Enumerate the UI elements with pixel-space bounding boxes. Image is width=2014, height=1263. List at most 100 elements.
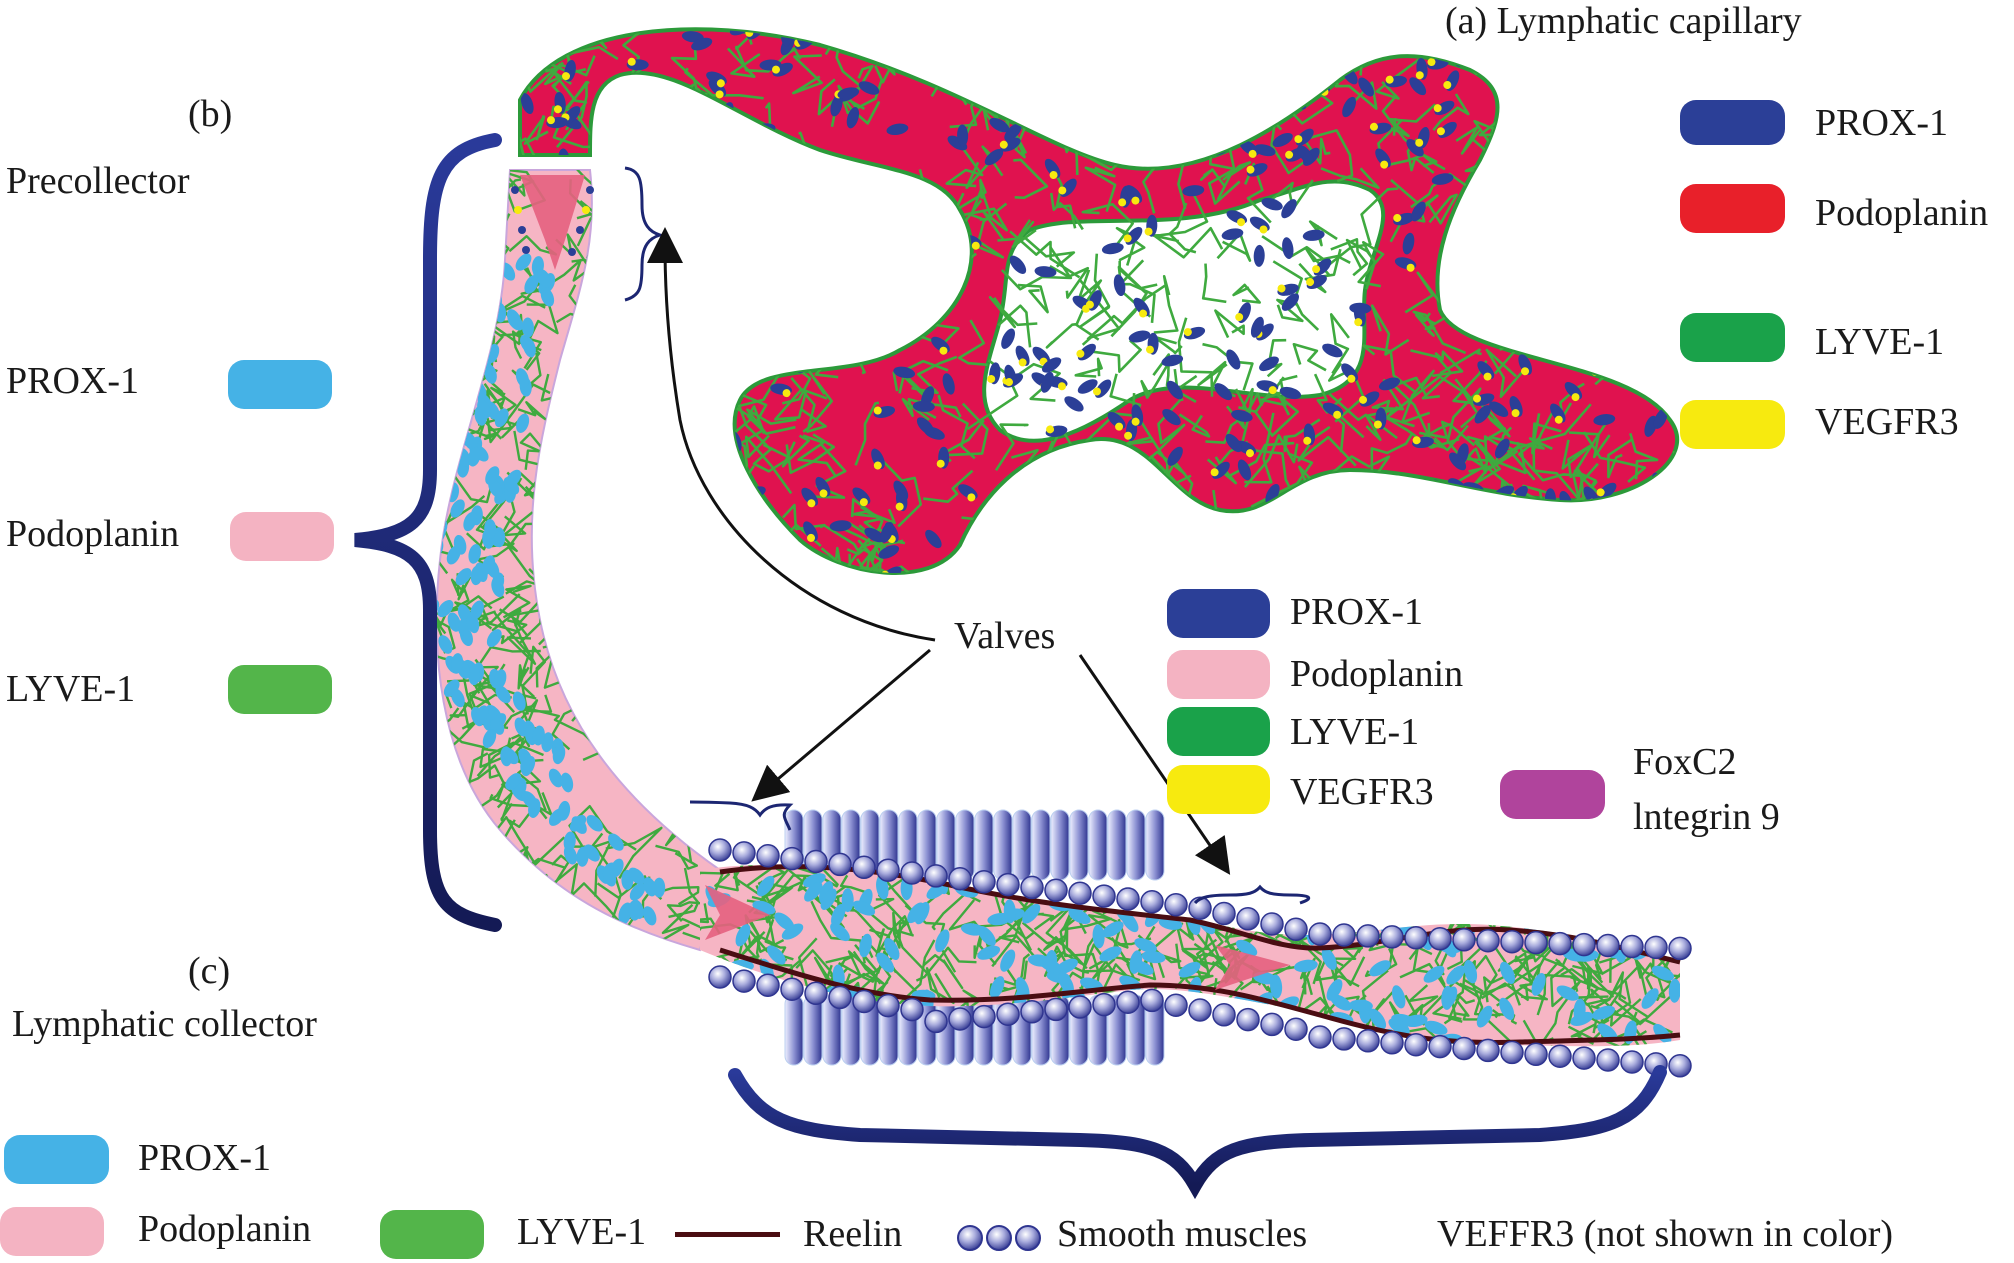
vegfr3-dot	[1144, 227, 1153, 236]
lyve1-strand	[792, 173, 830, 214]
capillary-cell	[852, 487, 871, 507]
prox1-nucleus	[1221, 228, 1244, 240]
lyve1-strand	[643, 546, 659, 595]
prox1-nucleus	[1472, 874, 1491, 895]
prox1-nucleus	[512, 691, 526, 711]
prox1-nucleus	[583, 844, 600, 862]
vegfr3-dot	[1263, 538, 1272, 547]
muscle-cell	[1596, 933, 1620, 958]
prox1-nucleus	[1161, 354, 1184, 367]
prox1-nucleus	[1272, 133, 1293, 147]
prox1-nucleus	[1226, 349, 1241, 370]
capillary-cell	[1485, 51, 1507, 64]
lyve1-strand	[620, 690, 667, 748]
prox1-nucleus	[465, 330, 479, 350]
vegfr3-dot	[585, 535, 594, 544]
capillary-cell	[1626, 175, 1649, 189]
prox1-nucleus	[1683, 454, 1707, 472]
muscle-cell	[900, 861, 924, 885]
lyve1-strand	[605, 826, 663, 880]
lyve1-strand	[1485, 348, 1528, 398]
prox1-nucleus	[661, 394, 674, 417]
vegfr3-dot	[1521, 367, 1530, 376]
muscle-cell	[732, 841, 756, 865]
capillary-cell	[1449, 452, 1467, 471]
prox1-nucleus	[1187, 550, 1206, 568]
prox1-nucleus	[650, 200, 662, 223]
lyve1-strand	[633, 491, 652, 539]
capillary-cell	[1593, 414, 1616, 426]
lyve1-strand	[738, 329, 776, 351]
capillary-cell	[693, 384, 706, 407]
capillary-lyve1-network	[520, 29, 1708, 573]
capillary-cell	[1456, 292, 1475, 312]
vegfr3-dot	[1663, 231, 1672, 240]
lyve1-strand	[1370, 432, 1414, 471]
prox1-nucleus	[548, 768, 563, 788]
vegfr3-dot	[1554, 415, 1563, 424]
capillary-cell	[1238, 571, 1261, 573]
capillary-cell	[657, 363, 670, 385]
vegfr3-dot	[969, 54, 978, 63]
capillary-cell	[1182, 185, 1205, 197]
lyve1-strand	[1430, 540, 1491, 561]
lyve1-strand	[492, 611, 536, 698]
capillary-cell	[1290, 536, 1305, 559]
capillary-cell	[1643, 556, 1664, 571]
lyve1-strand	[581, 526, 627, 594]
muscle-cell	[1620, 1050, 1644, 1074]
lyve1-strand	[692, 371, 720, 424]
vegfr3-dot	[1303, 436, 1312, 445]
lyve1-strand	[1137, 29, 1159, 51]
lyve1-strand	[1364, 506, 1407, 554]
muscle-cell	[1476, 1038, 1500, 1063]
collector-title: Lymphatic collector	[12, 1003, 317, 1045]
muscle-cell	[1164, 993, 1188, 1017]
lyve1-strand	[1432, 350, 1464, 378]
precollector-title: Precollector	[6, 160, 190, 202]
lyve1-strand	[1501, 249, 1524, 273]
lyve1-strand	[1170, 29, 1235, 56]
vegfr3-dot	[1095, 461, 1104, 470]
valves-legend-swatch-prox1	[1167, 589, 1270, 638]
lyve1-strand	[628, 545, 661, 573]
lyve1-strand	[764, 918, 787, 956]
muscle-cell	[1260, 912, 1284, 936]
prox1-nucleus	[1556, 985, 1579, 1001]
prox1-nucleus	[1182, 185, 1205, 197]
vegfr3-dot	[1418, 482, 1427, 491]
vegfr3-dot	[667, 538, 676, 547]
capillary-cell	[750, 149, 772, 163]
vegfr3-dot	[931, 268, 940, 277]
prox1-nucleus	[1322, 343, 1343, 358]
prox1-nucleus	[1368, 1008, 1387, 1030]
muscle-cell	[1548, 931, 1572, 956]
valve-brace-precollector	[624, 166, 666, 302]
capillary-cell	[1378, 377, 1401, 391]
lyve1-strand	[1102, 524, 1135, 565]
lyve1-strand	[1059, 930, 1101, 995]
capillary-cell	[1162, 67, 1184, 82]
capillary-cell	[1489, 401, 1509, 417]
vegfr3-dot	[1380, 160, 1389, 169]
lyve1-strand	[1574, 864, 1632, 915]
prox1-nucleus	[458, 388, 474, 407]
lyve1-strand	[989, 550, 1022, 573]
lyve1-strand	[1683, 241, 1708, 298]
lyve1-strand	[890, 33, 941, 68]
vegfr3-dot	[1354, 318, 1363, 327]
prox1-nucleus	[655, 513, 677, 525]
prox1-nucleus	[477, 399, 491, 419]
lyve1-strand	[1229, 61, 1264, 132]
muscle-cell	[1188, 998, 1212, 1022]
vegfr3-dot	[1248, 149, 1257, 158]
capillary-cell	[1369, 122, 1392, 135]
capillary-cell	[1125, 185, 1143, 205]
prox1-nucleus	[608, 833, 624, 851]
vegfr3-dot	[667, 518, 676, 527]
lyve1-strand	[499, 705, 534, 734]
capillary-cell	[1471, 197, 1485, 219]
prox1-nucleus	[884, 937, 900, 961]
capillary-cell	[1518, 354, 1533, 376]
prox1-nucleus	[750, 149, 772, 163]
